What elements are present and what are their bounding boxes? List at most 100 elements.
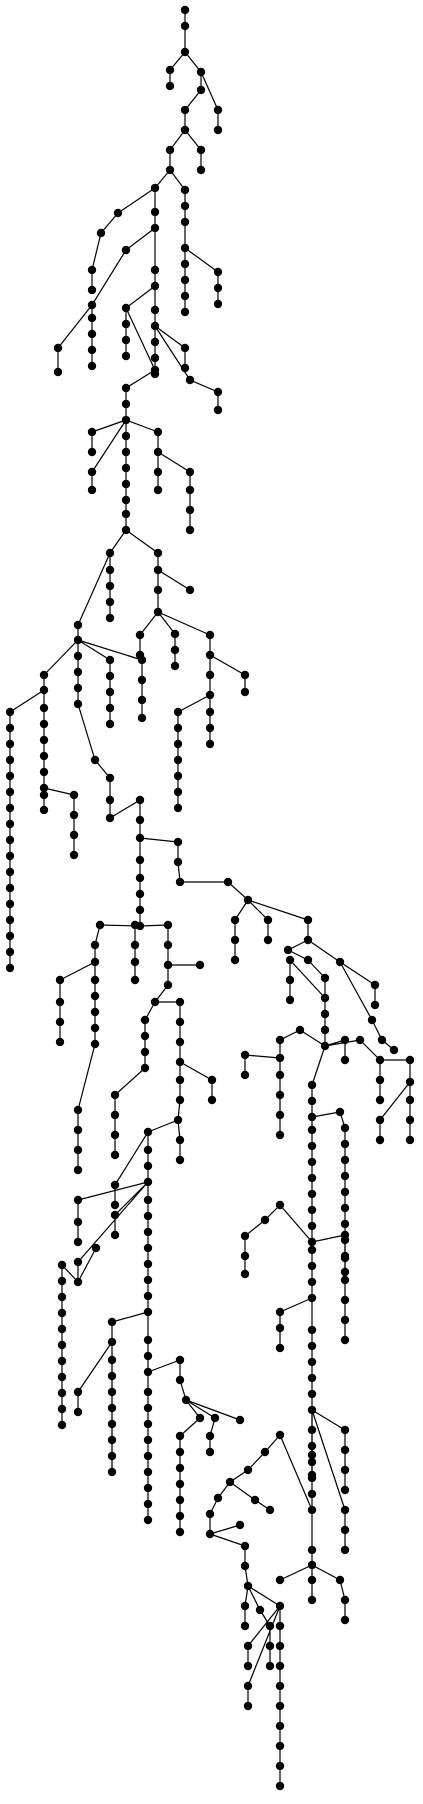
tree-node bbox=[143, 1499, 153, 1509]
tree-node bbox=[223, 877, 233, 887]
tree-node bbox=[135, 905, 145, 915]
tree-node bbox=[307, 1441, 317, 1451]
tree-node bbox=[275, 1035, 285, 1045]
tree-node bbox=[205, 723, 215, 733]
tree-node bbox=[140, 1047, 150, 1057]
tree-node bbox=[91, 1243, 101, 1253]
tree-node bbox=[173, 723, 183, 733]
tree-node bbox=[90, 940, 100, 950]
tree-edge bbox=[77, 1341, 113, 1393]
tree-node bbox=[121, 495, 131, 505]
tree-node bbox=[275, 1343, 285, 1353]
tree-node bbox=[90, 991, 100, 1001]
tree-edge bbox=[311, 1409, 346, 1511]
tree-node bbox=[121, 399, 131, 409]
tree-node bbox=[73, 1387, 83, 1397]
tree-node bbox=[143, 1177, 153, 1187]
tree-edge bbox=[247, 1585, 281, 1607]
tree-node bbox=[69, 810, 79, 820]
tree-edge bbox=[43, 787, 75, 796]
tree-node bbox=[143, 1451, 153, 1461]
tree-nodes bbox=[5, 5, 415, 1791]
tree-edge bbox=[77, 552, 111, 626]
tree-node bbox=[107, 1317, 117, 1327]
tree-edge bbox=[311, 1045, 326, 1086]
tree-node bbox=[180, 363, 190, 373]
tree-node bbox=[150, 207, 160, 217]
tree-node bbox=[137, 713, 147, 723]
tree-node bbox=[110, 1110, 120, 1120]
tree-node bbox=[105, 687, 115, 697]
tree-edge bbox=[244, 1219, 266, 1237]
tree-node bbox=[5, 723, 15, 733]
tree-node bbox=[180, 5, 190, 15]
tree-node bbox=[205, 1509, 215, 1519]
tree-edge bbox=[147, 1119, 179, 1133]
tree-node bbox=[73, 1237, 83, 1247]
tree-node bbox=[307, 1096, 317, 1106]
tree-edge bbox=[185, 1399, 216, 1419]
tree-node bbox=[73, 667, 83, 677]
tree-node bbox=[175, 1017, 185, 1027]
tree-node bbox=[320, 1009, 330, 1019]
tree-node bbox=[307, 1173, 317, 1183]
tree-node bbox=[143, 1227, 153, 1237]
tree-node bbox=[57, 1276, 67, 1286]
tree-node bbox=[107, 1467, 117, 1477]
tree-node bbox=[307, 1575, 317, 1585]
tree-edges bbox=[9, 10, 411, 1786]
tree-node bbox=[340, 1295, 350, 1305]
tree-edge bbox=[279, 1434, 313, 1511]
tree-node bbox=[175, 1075, 185, 1085]
tree-node bbox=[137, 695, 147, 705]
tree-node bbox=[370, 980, 380, 990]
tree-edge bbox=[117, 187, 156, 214]
tree-node bbox=[175, 877, 185, 887]
tree-node bbox=[320, 1041, 330, 1051]
tree-edge bbox=[299, 1029, 326, 1047]
tree-node bbox=[55, 975, 65, 985]
tree-edge bbox=[209, 654, 246, 676]
tree-node bbox=[275, 1575, 285, 1585]
tree-node bbox=[340, 1485, 350, 1495]
tree-node bbox=[140, 1063, 150, 1073]
tree-node bbox=[213, 405, 223, 415]
tree-node bbox=[150, 265, 160, 275]
tree-node bbox=[175, 1135, 185, 1145]
tree-node bbox=[285, 975, 295, 985]
tree-node bbox=[121, 335, 131, 345]
tree-node bbox=[173, 739, 183, 749]
tree-node bbox=[143, 1307, 153, 1317]
tree-node bbox=[340, 1595, 350, 1605]
tree-node bbox=[90, 755, 100, 765]
tree-node bbox=[39, 670, 49, 680]
tree-node bbox=[150, 305, 160, 315]
tree-edge bbox=[247, 899, 309, 921]
tree-node bbox=[153, 447, 163, 457]
tree-node bbox=[370, 1000, 380, 1010]
tree-node bbox=[57, 1340, 67, 1350]
tree-node bbox=[375, 1115, 385, 1125]
tree-node bbox=[207, 1075, 217, 1085]
tree-node bbox=[87, 265, 97, 275]
tree-node bbox=[173, 803, 183, 813]
tree-node bbox=[143, 1467, 153, 1477]
tree-node bbox=[90, 1039, 100, 1049]
tree-node bbox=[340, 1267, 350, 1277]
tree-node bbox=[5, 835, 15, 845]
tree-edge bbox=[125, 419, 159, 433]
tree-node bbox=[340, 1219, 350, 1229]
tree-node bbox=[5, 931, 15, 941]
tree-node bbox=[130, 957, 140, 967]
tree-edge bbox=[157, 611, 211, 636]
tree-edge bbox=[125, 227, 156, 251]
tree-node bbox=[185, 375, 195, 385]
tree-node bbox=[130, 975, 140, 985]
tree-node bbox=[5, 739, 15, 749]
tree-edge bbox=[359, 1039, 381, 1061]
tree-edge bbox=[77, 639, 143, 661]
tree-node bbox=[69, 850, 79, 860]
tree-node bbox=[143, 1259, 153, 1269]
tree-node bbox=[143, 1335, 153, 1345]
tree-node bbox=[143, 1127, 153, 1137]
